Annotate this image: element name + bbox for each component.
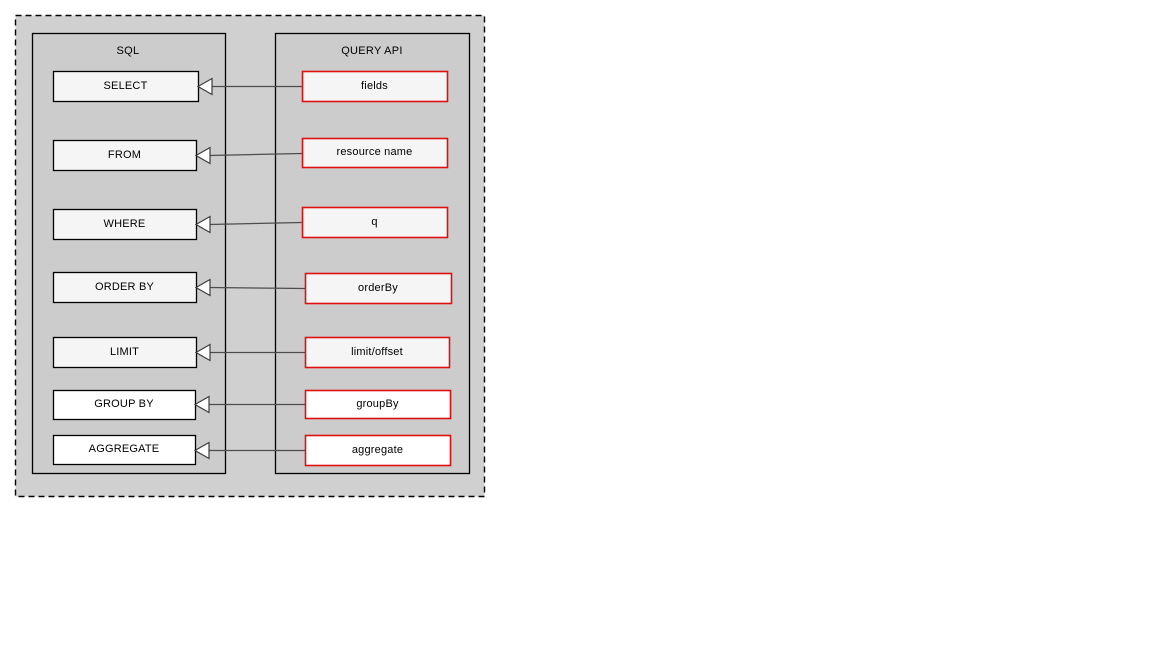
- arrowheads: [193, 77, 213, 460]
- conn-orderby-orderby: [208, 286, 306, 290]
- conn-where-q: [208, 221, 303, 226]
- sql-node-aggregate[interactable]: [52, 434, 197, 466]
- sql-node-from[interactable]: [52, 139, 198, 172]
- sql-node-select[interactable]: [52, 70, 200, 103]
- arrowhead-conn-limit-limitoffset: [194, 343, 211, 362]
- sql-node-limit[interactable]: [52, 336, 198, 369]
- arrowhead-conn-select-fields: [196, 77, 213, 96]
- arrowhead-conn-groupby-groupby: [193, 395, 210, 414]
- sql-node-group-by[interactable]: [52, 389, 197, 421]
- api-node-q[interactable]: [301, 206, 449, 239]
- sql-node-where[interactable]: [52, 208, 198, 241]
- arrowhead-conn-aggregate-aggregate: [193, 441, 210, 460]
- panel-title-query-api: QUERY API: [341, 45, 403, 57]
- arrowhead-conn-orderby-orderby: [194, 278, 211, 297]
- api-node-group-by-api[interactable]: [304, 389, 452, 420]
- api-node-fields[interactable]: [301, 70, 449, 103]
- panel-title-sql: SQL: [116, 45, 140, 57]
- api-node-aggregate-api[interactable]: [304, 434, 452, 467]
- api-node-limit-offset[interactable]: [304, 336, 451, 369]
- api-node-shapes: [301, 70, 453, 467]
- api-node-order-by-api[interactable]: [304, 272, 453, 305]
- connector-lines: [208, 85, 306, 452]
- conn-from-resource: [208, 152, 303, 157]
- sql-node-order-by[interactable]: [52, 271, 198, 304]
- arrowhead-conn-where-q: [194, 215, 211, 234]
- api-node-resource-name[interactable]: [301, 137, 449, 169]
- arrowhead-conn-from-resource: [194, 146, 211, 165]
